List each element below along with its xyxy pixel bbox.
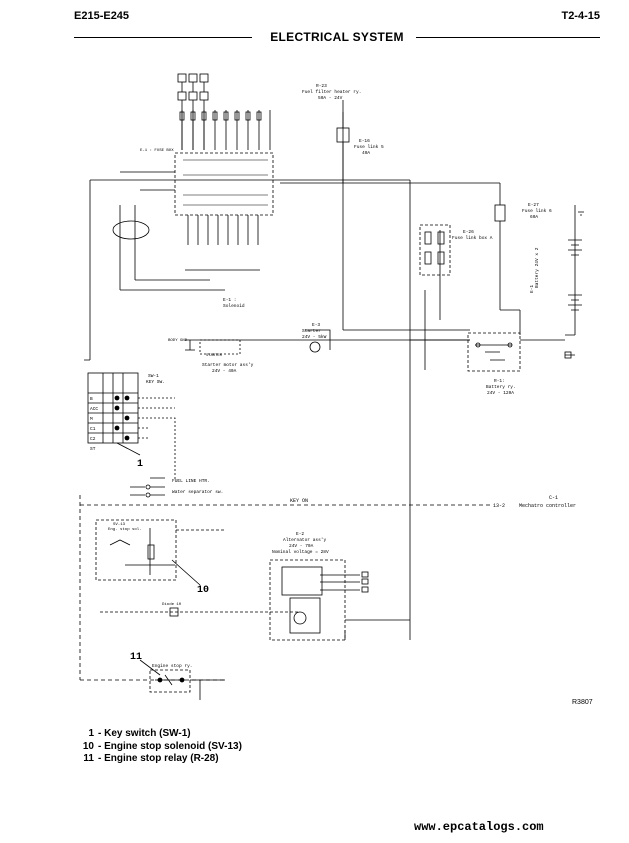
fuel-water-connectors (130, 477, 165, 498)
solenoid-name: E-1 : (223, 297, 237, 303)
bus-wires (84, 112, 500, 640)
fuse-box (174, 110, 274, 245)
fuse-box-a (419, 224, 451, 276)
battery-relay-name: R-1: (494, 378, 505, 384)
batteries (565, 205, 584, 336)
footer-url[interactable]: www.epcatalogs.com (414, 820, 544, 834)
legend-item: 1 - Key switch (SW-1) (72, 728, 242, 741)
callout-11-leader (139, 659, 161, 676)
model-code: E215-E245 (74, 10, 130, 22)
alternator (269, 559, 369, 641)
fuel-filter-heater-label: Fuel filter heater ry. (302, 89, 361, 95)
callout-1-leader (116, 442, 141, 456)
fuse-link-5-label: Fuse link 5 (354, 144, 384, 150)
wire-bundle (112, 220, 150, 240)
legend: 1 - Key switch (SW-1) 10 - Engine stop sol… (72, 728, 242, 766)
key-switch-label: KEY SW. (146, 379, 165, 385)
fuel-filter-heater-name: R-23 (316, 83, 327, 89)
callout-1: 1 (137, 459, 143, 470)
sv13-label: Eng. stop sol. (108, 527, 142, 532)
body-ground-label: BODY GND (168, 339, 188, 343)
callout-11: 11 (130, 652, 142, 663)
sv13-name: SV-13 (113, 523, 126, 527)
starter-label: Starter (302, 328, 321, 334)
legend-text: - Engine stop relay (R-28) (98, 753, 219, 764)
starter-motor-rating: 24V - 40A (212, 368, 237, 374)
alternator-name: E-2 (296, 531, 304, 537)
key-row-st: ST (90, 446, 96, 452)
fuse-box-label: E-1 : FUSE BOX (140, 149, 174, 153)
key-row-c2: C2 (90, 436, 96, 442)
alternator-label: Alternator ass'y (283, 537, 327, 543)
water-separator-label: Water separator sw. (172, 489, 223, 495)
battery-name: E-1 (529, 285, 535, 293)
fuse-link-6-name: E-27 (528, 202, 539, 208)
solenoid-label: Solenoid (223, 303, 245, 309)
page-title: ELECTRICAL SYSTEM (270, 30, 404, 44)
fuel-line-heater-label: FUEL LINE HTR. (172, 478, 210, 484)
key-row-b: B (90, 396, 93, 402)
alternator-rating: 24V - 70A (289, 543, 314, 549)
mechatro-name: C-1 (549, 495, 558, 501)
key-row-c1: C1 (90, 426, 96, 432)
mechatro-label: Mechatro controller (519, 503, 576, 509)
fuse-link-6 (494, 183, 521, 335)
legend-number: 10 (82, 740, 94, 752)
battery-label: Battery 24V x 2 (534, 247, 540, 288)
title-bar: ELECTRICAL SYSTEM (74, 30, 600, 44)
legend-item: 10 - Engine stop solenoid (SV-13) (72, 741, 242, 754)
fuse-box-a-label: Fuse link box A (452, 235, 493, 241)
diode-label: Diode 10 (162, 602, 182, 607)
key-row-m: M (90, 416, 93, 422)
fuel-filter-heater-rating: 50A - 24V (318, 95, 343, 101)
starter-name: E-3 (312, 322, 320, 328)
page-number: T2-4-15 (561, 10, 600, 22)
battery-relay-rating: 24V - 120A (487, 390, 514, 396)
callout-10-leader (171, 559, 201, 586)
fuse-link-5-rating: 40A (362, 150, 370, 156)
title-rule-right (416, 37, 600, 38)
title-rule-left (74, 37, 252, 38)
legend-text: - Key switch (SW-1) (98, 728, 191, 739)
key-row-acc: ACC (90, 406, 98, 412)
key-switch-name: SW-1 (148, 373, 159, 379)
callout-10: 10 (197, 585, 209, 596)
engine-stop-relay (149, 669, 225, 700)
fuse-link-5-name: E-16 (359, 138, 370, 144)
starter-circuit (185, 329, 470, 355)
starter-rating: 24V - 5kW (302, 334, 327, 340)
fuse-link-6-label: Fuse link 6 (522, 208, 552, 214)
mechatro-connector: 13-2 (493, 503, 505, 509)
legend-text: - Engine stop solenoid (SV-13) (98, 740, 242, 752)
battery-relay (467, 332, 575, 372)
fuse-link-6-rating: 60A (530, 214, 538, 220)
engine-stop-solenoid (95, 519, 225, 581)
starter-box-label: STARTER (206, 354, 223, 358)
alternator-voltage: Nominal voltage = 28V (272, 549, 329, 555)
fuse-link-5 (336, 100, 350, 183)
diode-line (100, 607, 300, 617)
fuse-box-a-name: E-26 (463, 229, 474, 235)
starter-motor-label: Starter motor ass'y (202, 362, 254, 368)
legend-number: 1 (88, 728, 94, 739)
key-on-label: KEY ON (290, 498, 308, 504)
battery-relay-label: Battery ry. (486, 384, 516, 390)
legend-item: 11 - Engine stop relay (R-28) (72, 753, 242, 766)
key-switch-table (87, 372, 176, 480)
figure-reference: R3807 (572, 699, 593, 706)
engine-stop-relay-label: Engine stop ry. (152, 663, 193, 669)
legend-number: 11 (83, 753, 94, 764)
